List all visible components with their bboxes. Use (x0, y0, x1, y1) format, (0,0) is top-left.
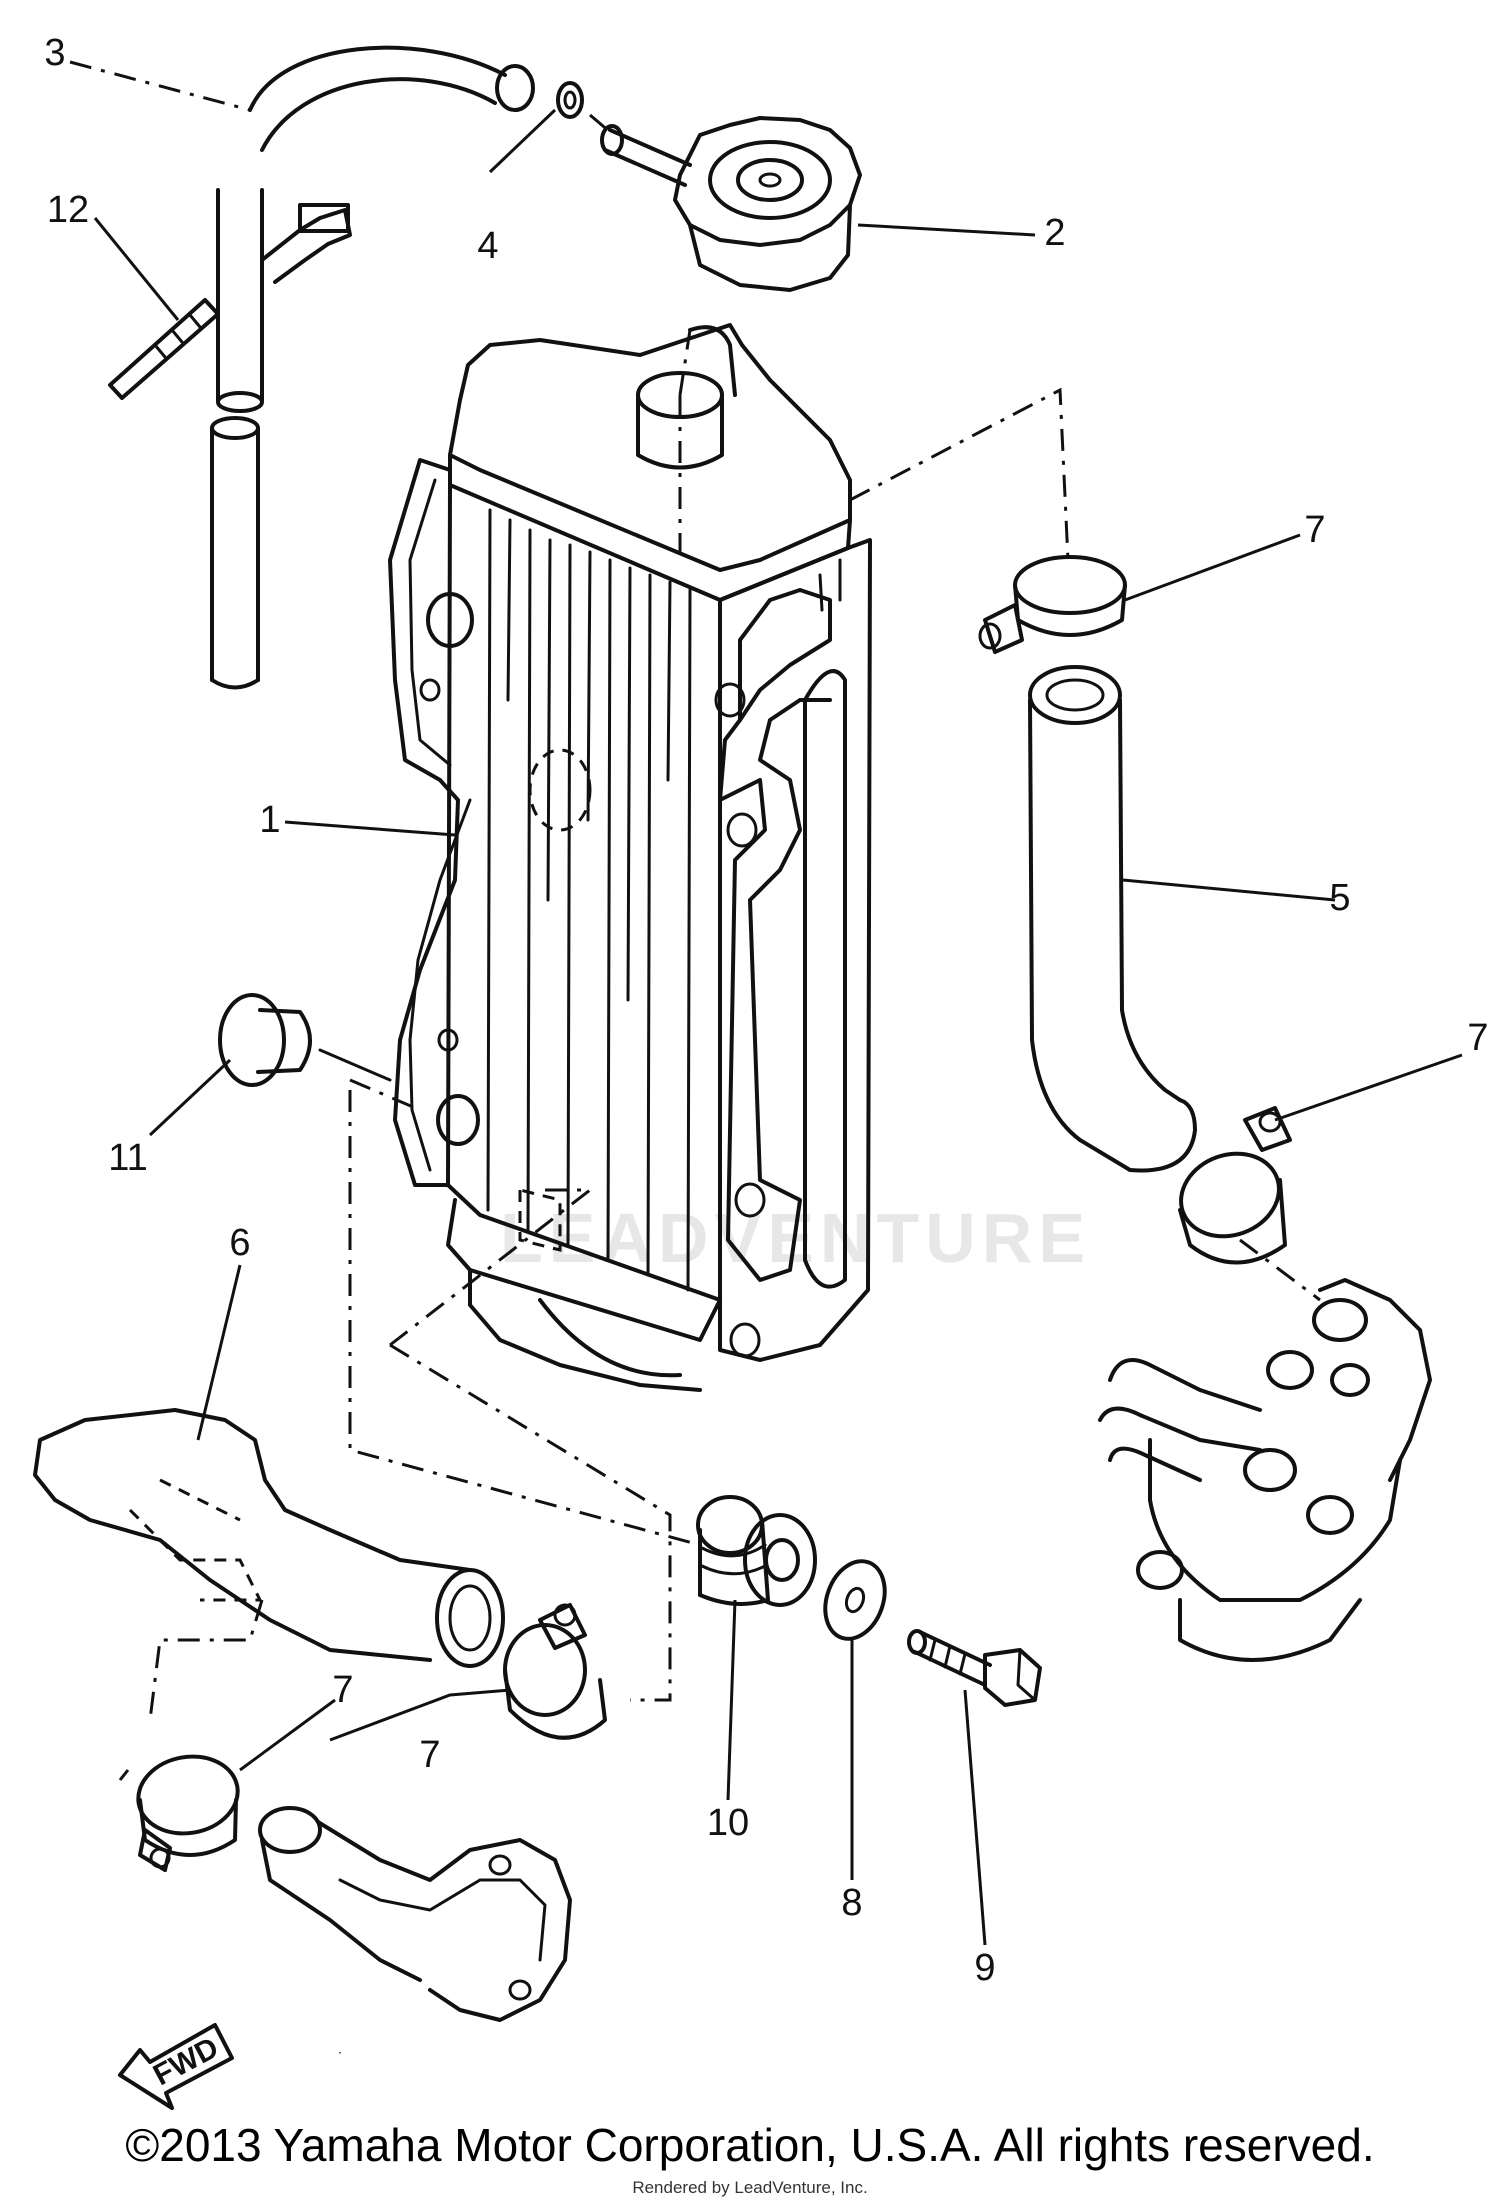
callout-10: 10 (707, 1802, 749, 1844)
hose-clip (108, 203, 352, 400)
copyright-text: ©2013 Yamaha Motor Corporation, U.S.A. A… (125, 2119, 1375, 2171)
upper-radiator-hose (1028, 665, 1197, 1173)
water-pump-housing (258, 1806, 572, 2022)
breather-hose (210, 45, 535, 690)
cap-gasket (556, 81, 584, 119)
callout-11: 11 (108, 1137, 147, 1179)
callout-8: 8 (841, 1882, 862, 1924)
callout-7-center: 7 (419, 1734, 440, 1776)
collar-washer (823, 1559, 887, 1641)
callout-5: 5 (1329, 877, 1350, 919)
callout-3: 3 (44, 32, 65, 74)
callout-6: 6 (229, 1222, 250, 1264)
callout-4: 4 (477, 225, 498, 267)
grommet (218, 993, 392, 1087)
callout-7-lower: 7 (332, 1669, 353, 1711)
mounting-bolt (907, 1629, 1042, 1707)
callout-12: 12 (47, 189, 89, 231)
radiator (388, 323, 872, 1392)
cylinder-head (1098, 1278, 1432, 1662)
callout-7-right: 7 (1467, 1017, 1488, 1059)
damper-rubber (696, 1495, 817, 1607)
radiator-cap (600, 116, 862, 292)
assembly-lines (69, 60, 1321, 1781)
fwd-arrow: FWD (118, 2023, 234, 2110)
rendered-by-text: Rendered by LeadVenture, Inc. (632, 2178, 868, 2197)
leader-lines (93, 108, 1463, 1946)
dot-mark: . (338, 2041, 342, 2057)
hose-clamp-upper (978, 555, 1127, 654)
callout-2: 2 (1044, 212, 1065, 254)
callout-numbers: 1 2 3 4 5 6 7 7 7 7 7 8 9 10 11 12 (44, 32, 1488, 1989)
hose-clamp-lower-left (136, 1754, 240, 1872)
callout-7-upper: 7 (1304, 509, 1325, 551)
hose-clamp-center (503, 1603, 607, 1740)
lower-radiator-hose (33, 1408, 505, 1668)
callout-1: 1 (259, 799, 280, 841)
hose-clamp-right (1178, 1106, 1292, 1265)
callout-9: 9 (974, 1947, 995, 1989)
